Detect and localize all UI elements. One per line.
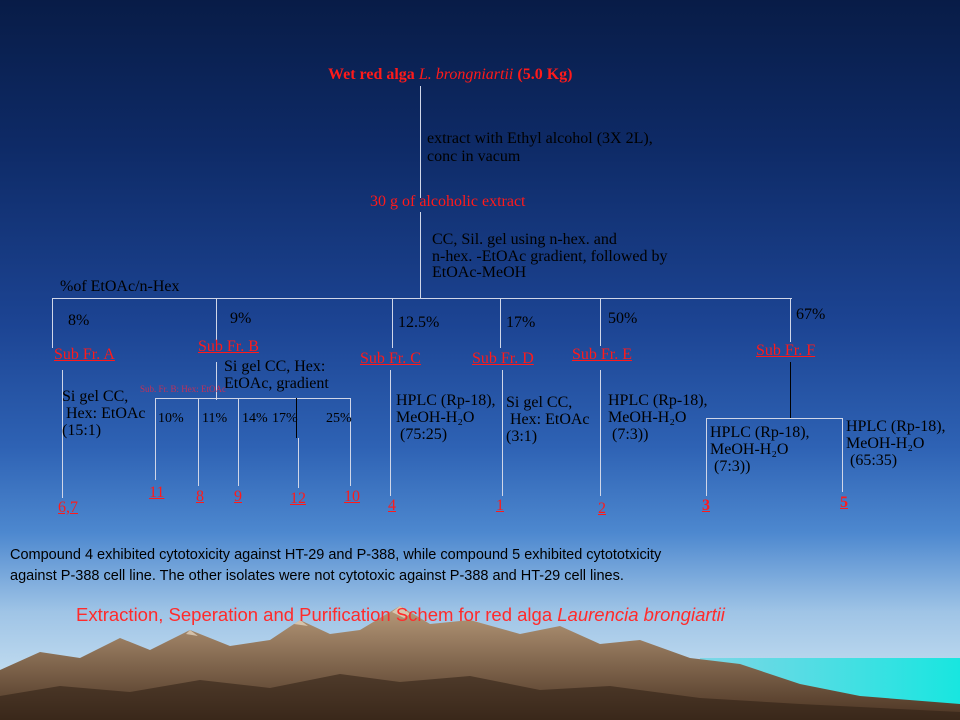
cc-step-line-3: EtOAc-MeOH bbox=[432, 264, 527, 281]
connector bbox=[350, 398, 351, 486]
fraction-b-method: Si gel CC, Hex: EtOAc, gradient bbox=[224, 358, 329, 392]
fraction-b-percent: 9% bbox=[230, 310, 252, 327]
compound-label: 8 bbox=[196, 488, 204, 505]
slide-title-prefix: Extraction, Seperation and Purification … bbox=[76, 604, 558, 625]
connector bbox=[298, 438, 299, 488]
compound-label: 10 bbox=[344, 488, 360, 505]
fraction-e-percent: 50% bbox=[608, 310, 638, 327]
fraction-f-branch-2-method: HPLC (Rp-18), MeOH-H₂O (65:35) bbox=[846, 418, 946, 469]
fraction-f-compound: 3 bbox=[702, 497, 710, 514]
fraction-e-method: HPLC (Rp-18), MeOH-H₂O (7:3)) bbox=[608, 392, 708, 443]
connector bbox=[155, 398, 156, 480]
compound-label: 12 bbox=[290, 490, 306, 507]
connector bbox=[296, 398, 297, 438]
connector bbox=[790, 362, 791, 418]
cc-step-line-1: CC, Sil. gel using n-hex. and bbox=[432, 231, 617, 248]
fraction-c-label: Sub Fr. C bbox=[360, 350, 421, 367]
fraction-d-compound: 1 bbox=[496, 497, 504, 514]
connector bbox=[706, 418, 707, 496]
connector bbox=[62, 370, 63, 498]
fraction-d-percent: 17% bbox=[506, 314, 536, 331]
fraction-c-percent: 12.5% bbox=[398, 314, 440, 331]
connector bbox=[216, 362, 217, 400]
connector bbox=[238, 398, 239, 486]
connector bbox=[198, 398, 199, 486]
caption-line-2: against P-388 cell line. The other isola… bbox=[10, 568, 624, 584]
fraction-d-label: Sub Fr. D bbox=[472, 350, 534, 367]
connector bbox=[216, 298, 217, 340]
fraction-e-compound: 2 bbox=[598, 500, 606, 517]
fraction-f-branch-1-method: HPLC (Rp-18), MeOH-H₂O (7:3)) bbox=[710, 424, 810, 475]
mountain-range-image bbox=[0, 606, 960, 720]
compound-label: 9 bbox=[234, 488, 242, 505]
gradient-percent: 25% bbox=[326, 411, 352, 426]
fraction-f-label: Sub Fr. F bbox=[756, 342, 816, 359]
fraction-b-label: Sub Fr. B bbox=[198, 338, 259, 355]
root-title-suffix: (5.0 Kg) bbox=[513, 66, 573, 83]
connector bbox=[502, 370, 503, 496]
fraction-a-compounds: 6,7 bbox=[58, 499, 78, 516]
fraction-a-label: Sub Fr. A bbox=[54, 346, 115, 363]
fraction-b-faint-note: Sub. Fr. B: Hex: EtOAc bbox=[140, 384, 227, 394]
gradient-percent: 10% bbox=[158, 411, 184, 426]
fraction-d-method: Si gel CC, Hex: EtOAc (3:1) bbox=[506, 394, 590, 445]
compound-label: 11 bbox=[149, 484, 165, 501]
root-title-species: L. brongniartii bbox=[418, 66, 514, 83]
slide-title-species: Laurencia brongiartii bbox=[557, 604, 725, 625]
connector bbox=[392, 298, 393, 348]
extract-step-line-1: extract with Ethyl alcohol (3X 2L), bbox=[427, 130, 653, 147]
fraction-a-percent: 8% bbox=[68, 312, 90, 329]
connector bbox=[600, 370, 601, 496]
connector bbox=[155, 398, 350, 399]
fraction-f-percent: 67% bbox=[796, 306, 826, 323]
connector bbox=[706, 418, 842, 419]
slide-title: Extraction, Seperation and Purification … bbox=[76, 604, 725, 626]
connector bbox=[790, 298, 791, 342]
connector bbox=[390, 370, 391, 496]
fraction-f-compound: 5 bbox=[840, 494, 848, 511]
root-title-prefix: Wet red alga bbox=[328, 66, 419, 83]
fraction-e-label: Sub Fr. E bbox=[572, 346, 633, 363]
connector bbox=[420, 212, 421, 298]
connector bbox=[52, 298, 792, 299]
fraction-c-compound: 4 bbox=[388, 497, 396, 514]
gradient-percent: 17% bbox=[272, 411, 298, 426]
connector bbox=[52, 298, 53, 348]
gradient-percent: 11% bbox=[202, 411, 228, 426]
cc-step-line-2: n-hex. -EtOAc gradient, followed by bbox=[432, 248, 668, 265]
connector bbox=[500, 298, 501, 348]
connector bbox=[842, 418, 843, 492]
eluent-header: %of EtOAc/n-Hex bbox=[60, 278, 180, 295]
connector bbox=[600, 298, 601, 346]
alcoholic-extract-label: 30 g of alcoholic extract bbox=[370, 193, 526, 210]
connector bbox=[420, 86, 421, 198]
mountain-shadow-shape bbox=[0, 674, 960, 720]
fraction-a-method: Si gel CC, Hex: EtOAc (15:1) bbox=[62, 388, 146, 439]
root-title: Wet red alga L. brongniartii (5.0 Kg) bbox=[328, 66, 572, 83]
caption-line-1: Compound 4 exhibited cytotoxicity agains… bbox=[10, 547, 662, 563]
extract-step-line-2: conc in vacum bbox=[427, 148, 521, 165]
gradient-percent: 14% bbox=[242, 411, 268, 426]
fraction-c-method: HPLC (Rp-18), MeOH-H₂O (75:25) bbox=[396, 392, 496, 443]
